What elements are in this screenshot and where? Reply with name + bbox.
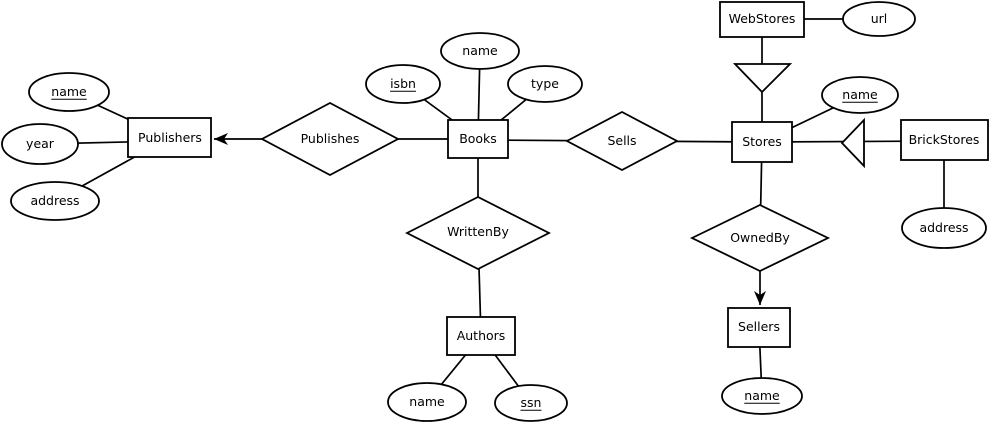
relationship-label-sells: Sells [607,132,637,148]
isa-triangle-webstores [732,63,793,94]
entity-label-books: Books [459,130,497,146]
attribute-ellipse-publishers-year [1,123,79,165]
entity-label-stores: Stores [742,133,782,149]
entity-box-authors [446,316,516,356]
attribute-ellipse-stores-name [821,76,899,114]
entity-box-brickstores [900,119,989,161]
attribute-ellipse-authors-name [387,382,467,422]
attribute-label-brickstores-address: address [919,219,969,235]
attribute-ellipse-brickstores-address [901,207,987,249]
attribute-label-sellers-name: name [744,387,780,403]
relationship-label-ownedby: OwnedBy [730,229,790,245]
attribute-label-publishers-year: year [26,135,54,151]
attribute-label-authors-name: name [409,393,445,409]
relationship-diamond-publishes [260,101,400,177]
relationship-diamond-sells [565,110,679,172]
entity-label-publishers: Publishers [138,129,202,145]
attribute-ellipse-books-isbn [365,64,441,104]
attribute-label-authors-ssn: ssn [520,394,542,410]
entity-box-publishers [127,117,212,158]
attribute-ellipse-publishers-name [28,72,110,112]
attribute-ellipse-webstores-url [842,1,916,37]
entity-label-sellers: Sellers [738,318,780,334]
attribute-ellipse-books-type [507,65,583,103]
attribute-label-publishers-address: address [30,192,80,208]
isa-triangle-brickstores [840,117,865,169]
entity-label-authors: Authors [456,327,506,343]
entity-box-webstores [719,1,805,38]
attribute-label-publishers-name: name [51,83,87,99]
attribute-ellipse-publishers-address [10,181,100,221]
attribute-label-books-type: type [531,75,559,91]
entity-box-stores [731,121,793,163]
entity-box-sellers [727,307,791,348]
attribute-ellipse-sellers-name [721,377,803,415]
entity-box-books [447,119,509,159]
attribute-label-stores-name: name [842,86,878,102]
attribute-ellipse-authors-ssn [494,384,568,422]
attribute-label-webstores-url: url [870,10,888,26]
relationship-diamond-writtenby [405,195,551,271]
attribute-label-books-name: name [462,42,498,58]
relationship-label-writtenby: WrittenBy [447,223,509,239]
entity-label-brickstores: BrickStores [908,131,980,147]
entity-label-webstores: WebStores [728,10,796,26]
relationship-diamond-ownedby [689,203,831,273]
attribute-ellipse-books-name [440,32,520,70]
attribute-label-books-isbn: isbn [390,75,416,91]
relationship-label-publishes: Publishes [300,130,360,146]
